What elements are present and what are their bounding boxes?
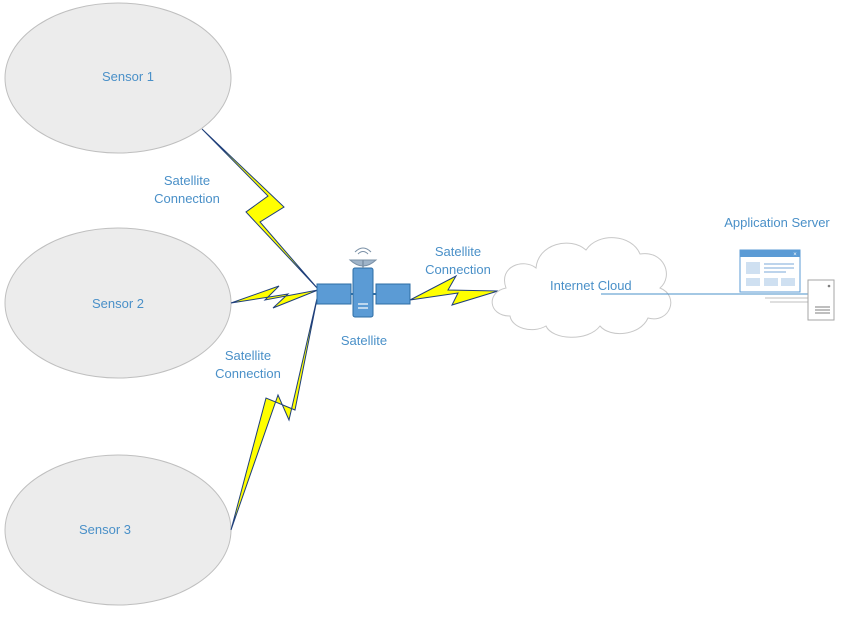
link-label-line: Satellite: [224, 348, 272, 363]
lightning-bolt-icon: [230, 285, 319, 309]
sensor-1-node: [4, 2, 232, 154]
cloud-link-label: Satellite Connection: [408, 243, 508, 279]
link-label-line: Connection: [154, 191, 220, 206]
link-label-line: Connection: [425, 262, 491, 277]
svg-text:×: ×: [793, 252, 797, 258]
sensor3-link-label: Satellite Connection: [198, 347, 298, 383]
cloud-label: Internet Cloud: [550, 278, 632, 293]
sensor1-link-label: Satellite Connection: [137, 172, 237, 208]
application-server-label: Application Server: [724, 215, 830, 230]
link-label-line: Satellite: [163, 173, 211, 188]
sensor-3-label: Sensor 3: [78, 522, 132, 537]
cloud-icon: [491, 237, 672, 338]
satellite-icon: [316, 247, 411, 318]
lightning-bolt-icon: [230, 293, 319, 531]
sensor-1-label: Sensor 1: [101, 69, 155, 84]
satellite-label: Satellite: [340, 333, 388, 348]
lightning-bolt-icon: [201, 128, 319, 290]
lightning-bolt-icon: [409, 274, 499, 306]
sensor-2-label: Sensor 2: [91, 296, 145, 311]
link-label-line: Satellite: [434, 244, 482, 259]
link-label-line: Connection: [215, 366, 281, 381]
application-server-icon: ×: [739, 249, 835, 321]
